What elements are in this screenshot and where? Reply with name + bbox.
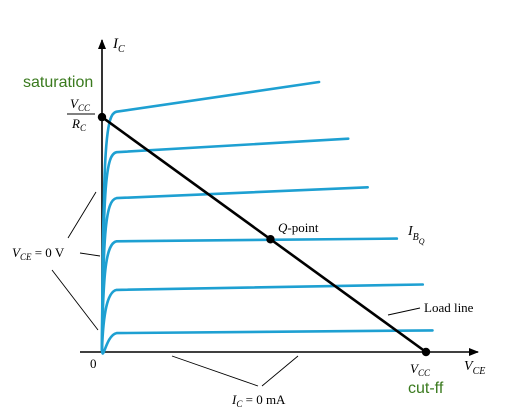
origin-label: 0 bbox=[90, 356, 97, 371]
vcc-label: VCC bbox=[410, 361, 431, 378]
load-line-label: Load line bbox=[424, 300, 474, 315]
characteristic-curve-3 bbox=[100, 186, 369, 352]
vce-zero-leader-middle bbox=[79, 252, 101, 257]
ic-zero-leader-left bbox=[171, 355, 259, 387]
ic-zero-label: IC = 0 mA bbox=[231, 392, 286, 409]
vcc-numerator: VCC bbox=[70, 96, 91, 113]
load-line-group bbox=[97, 112, 431, 357]
cutoff-point bbox=[421, 347, 431, 357]
rc-denominator: RC bbox=[71, 116, 87, 133]
q-point-marker bbox=[266, 235, 275, 244]
characteristic-curve-2 bbox=[100, 137, 350, 352]
q-point-label: Q-point bbox=[278, 220, 319, 235]
load-line bbox=[101, 116, 427, 354]
characteristic-curve-1 bbox=[100, 80, 321, 352]
ibq-label: IBQ bbox=[407, 224, 425, 246]
y-axis-label: IC bbox=[112, 36, 125, 55]
saturation-label: saturation bbox=[23, 74, 93, 91]
load-line-leader bbox=[387, 307, 421, 316]
characteristic-curve-5 bbox=[100, 283, 425, 352]
cutoff-label: cut-ff bbox=[408, 380, 444, 397]
saturation-point bbox=[97, 112, 107, 122]
characteristic-curves bbox=[100, 80, 434, 355]
vcc-over-rc-label: VCC RC bbox=[67, 96, 95, 133]
characteristic-curve-6 bbox=[100, 329, 434, 355]
vce-zero-leader-upper bbox=[67, 191, 97, 239]
x-axis-label: VCE bbox=[464, 359, 485, 377]
ic-zero-leader-right bbox=[261, 355, 299, 387]
vce-zero-leader-lower bbox=[51, 269, 99, 331]
vce-zero-label: VCE = 0 V bbox=[12, 245, 65, 262]
